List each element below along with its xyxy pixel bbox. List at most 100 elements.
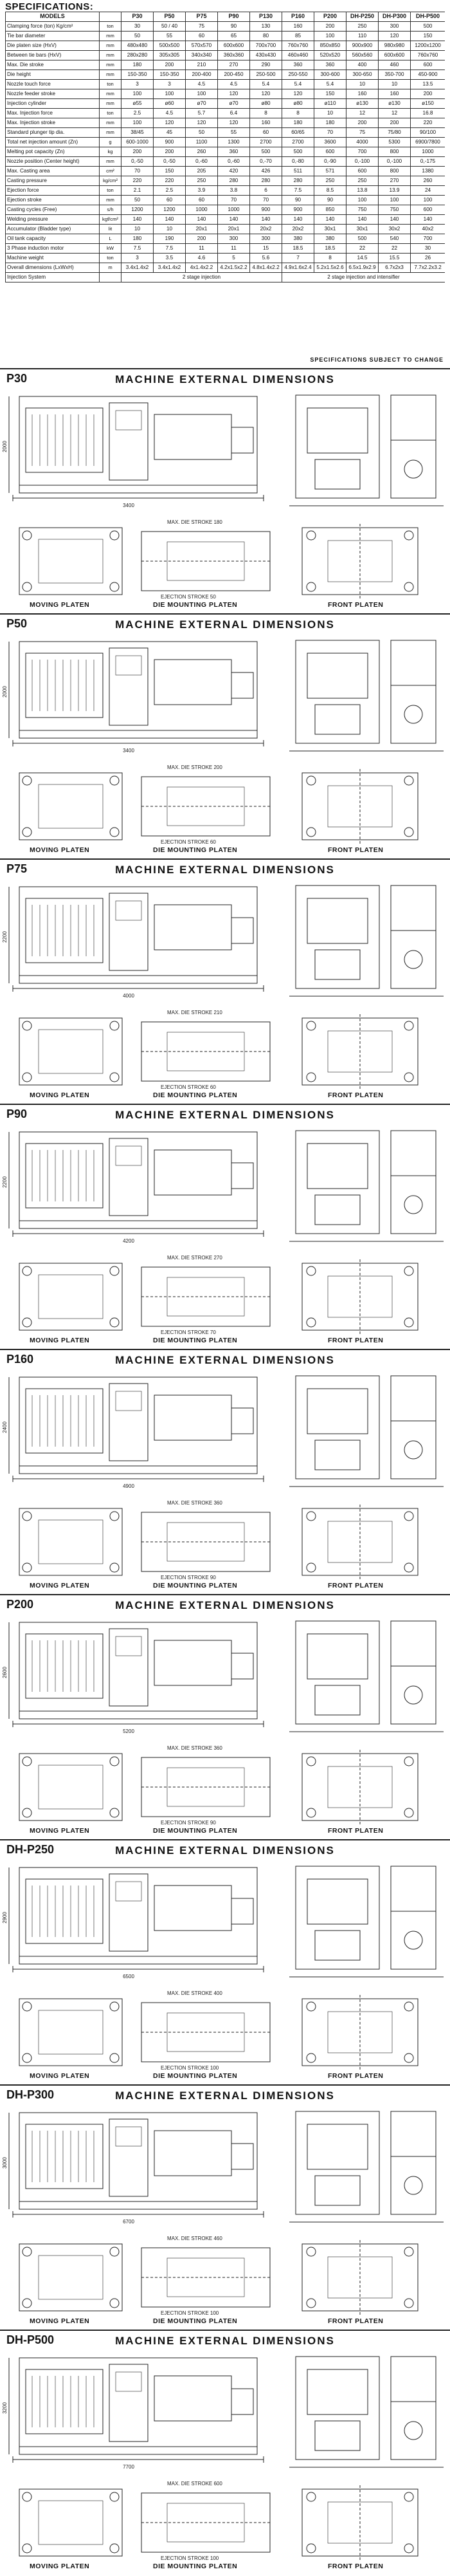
spec-value-cell: 4.5	[153, 108, 186, 118]
spec-value-cell: 250-550	[282, 69, 314, 80]
spec-value-cell: 900x900	[346, 41, 379, 51]
spec-value-cell: 600x600	[378, 50, 411, 60]
spec-row-label: Die platen size (HxV)	[5, 41, 100, 51]
spec-header-cell: DH-P250	[346, 12, 379, 22]
spec-row-label: Injection cylinder	[5, 98, 100, 109]
spec-value-cell: 300	[217, 234, 250, 244]
model-label: P50	[6, 617, 28, 630]
spec-value-cell: 3.8	[217, 185, 250, 196]
spec-value-cell: 20x2	[282, 224, 314, 234]
spec-value-cell: 10	[314, 108, 346, 118]
spec-value-cell: 500	[346, 234, 379, 244]
spec-value-cell: 511	[282, 166, 314, 176]
spec-value-cell: 500	[410, 21, 445, 32]
spec-header-cell: MODELS	[5, 12, 100, 22]
spec-row-unit: ton	[99, 108, 122, 118]
spec-value-cell: 20x2	[249, 224, 282, 234]
spec-value-cell: 900	[249, 205, 282, 215]
die-mounting-platen-caption: DIE MOUNTING PLATEN	[153, 846, 238, 854]
spec-value-cell: 380	[314, 234, 346, 244]
model-label: DH-P300	[6, 2088, 55, 2101]
moving-platen-caption: MOVING PLATEN	[30, 2072, 90, 2080]
model-label: P75	[6, 862, 28, 875]
spec-value-cell: 760x760	[282, 41, 314, 51]
spec-row-label: Total net injection amount (Zn)	[5, 137, 100, 147]
specifications-title: SPECIFICATIONS:	[5, 1, 94, 12]
spec-value-cell: 140	[153, 214, 186, 225]
spec-value-cell: 200	[121, 147, 154, 157]
spec-value-cell: 150-350	[153, 69, 186, 80]
spec-value-cell: 190	[153, 234, 186, 244]
moving-platen-caption: MOVING PLATEN	[30, 1582, 90, 1589]
spec-value-cell: 7.5	[153, 243, 186, 254]
spec-header-cell: P30	[121, 12, 154, 22]
spec-value-cell: 200	[346, 118, 379, 128]
panel-title: MACHINE EXTERNAL DIMENSIONS	[115, 2090, 335, 2102]
panel-title: MACHINE EXTERNAL DIMENSIONS	[115, 864, 335, 876]
spec-row-label: Standard plunger tip dia.	[5, 127, 100, 138]
spec-value-cell: 540	[378, 234, 411, 244]
spec-value-cell: ø130	[378, 98, 411, 109]
spec-value-cell: 4.8x1.4x2.2	[249, 263, 282, 273]
spec-row-label: Max. Casting area	[5, 166, 100, 176]
spec-value-cell: 340x340	[185, 50, 218, 60]
spec-value-cell: 180	[121, 60, 154, 70]
spec-value-cell: 460x460	[282, 50, 314, 60]
spec-value-cell: 60	[185, 31, 218, 41]
spec-value-cell: 760x760	[410, 50, 445, 60]
spec-value-cell: 7	[282, 253, 314, 263]
model-label: P30	[6, 372, 28, 385]
model-label: P90	[6, 1107, 28, 1120]
spec-value-cell: 1000	[410, 147, 445, 157]
spec-value-cell: 700	[346, 147, 379, 157]
spec-row-unit: mm	[99, 195, 122, 205]
spec-value-cell: 3.4x1.4x2	[153, 263, 186, 273]
spec-row-unit: mm	[99, 41, 122, 51]
spec-row-label: Nozzle feeder stroke	[5, 89, 100, 99]
spec-value-cell: 520x520	[314, 50, 346, 60]
spec-value-cell: 160	[282, 21, 314, 32]
spec-value-cell: 120	[185, 118, 218, 128]
spec-value-cell: 100	[121, 89, 154, 99]
spec-value-cell: 260	[185, 147, 218, 157]
die-stroke-label: MAX. DIE STROKE 360	[167, 1500, 222, 1506]
overall-height-label: 2000	[2, 441, 8, 452]
spec-value-cell: 2700	[282, 137, 314, 147]
moving-platen-caption: MOVING PLATEN	[30, 1091, 90, 1099]
spec-value-cell: 60	[153, 195, 186, 205]
spec-row-unit: ton	[99, 79, 122, 89]
spec-header-cell: P160	[282, 12, 314, 22]
model-label: DH-P250	[6, 1843, 55, 1856]
spec-row-label: Machine weight	[5, 253, 100, 263]
spec-value-cell: 2.1	[121, 185, 154, 196]
spec-value-cell: 1000	[217, 205, 250, 215]
spec-value-cell: 800	[378, 147, 411, 157]
spec-value-cell: 426	[249, 166, 282, 176]
spec-value-cell: 250-500	[249, 69, 282, 80]
spec-value-cell: 2.5	[121, 108, 154, 118]
spec-value-cell: 0,-90	[314, 156, 346, 167]
die-mounting-platen-caption: DIE MOUNTING PLATEN	[153, 601, 238, 609]
spec-value-cell: 150	[153, 166, 186, 176]
spec-value-cell: 30	[410, 243, 445, 254]
spec-value-cell: 4x1.4x2.2	[185, 263, 218, 273]
spec-value-cell: 12	[346, 108, 379, 118]
spec-value-cell: 300-650	[346, 69, 379, 80]
die-stroke-label: MAX. DIE STROKE 180	[167, 519, 222, 525]
spec-value-cell: 70	[314, 127, 346, 138]
moving-platen-caption: MOVING PLATEN	[30, 1827, 90, 1835]
spec-value-cell: 250	[346, 21, 379, 32]
spec-value-cell: 270	[217, 60, 250, 70]
